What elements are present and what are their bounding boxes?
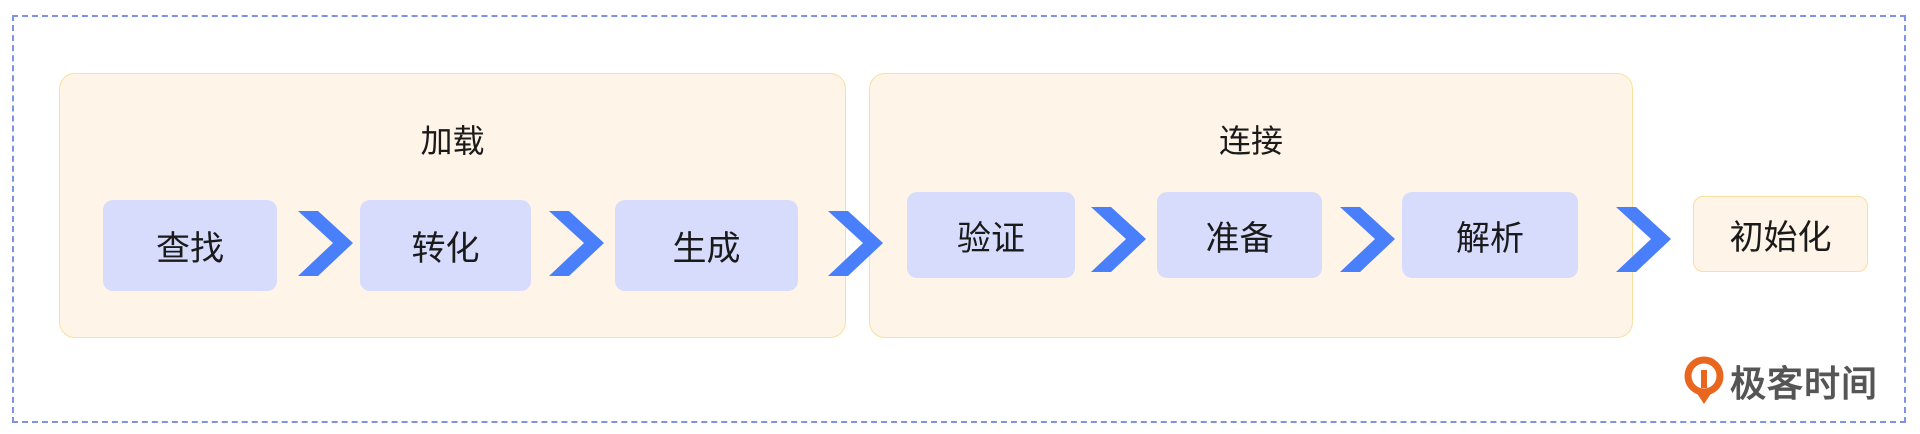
group-title: 连接 xyxy=(1218,122,1283,160)
group-title: 加载 xyxy=(420,122,485,160)
step-box: 查找 xyxy=(103,200,277,291)
chevron-right-icon xyxy=(549,211,604,276)
chevron-right-icon xyxy=(1091,207,1146,272)
chevron-right-icon xyxy=(298,211,353,276)
step-box: 解析 xyxy=(1402,192,1578,278)
diagram-frame xyxy=(12,15,1906,423)
step-box: 生成 xyxy=(615,200,798,291)
logo-icon xyxy=(1684,356,1724,404)
step-box: 准备 xyxy=(1157,192,1322,278)
chevron-right-icon xyxy=(1340,207,1395,272)
step-box: 验证 xyxy=(907,192,1075,278)
chevron-right-icon xyxy=(1616,207,1671,272)
step-box: 转化 xyxy=(360,200,531,291)
chevron-right-icon xyxy=(828,211,883,276)
logo-text: 极客时间 xyxy=(1730,364,1879,405)
geektime-logo: 极客时间 xyxy=(1684,355,1878,407)
final-step-box: 初始化 xyxy=(1693,196,1868,272)
